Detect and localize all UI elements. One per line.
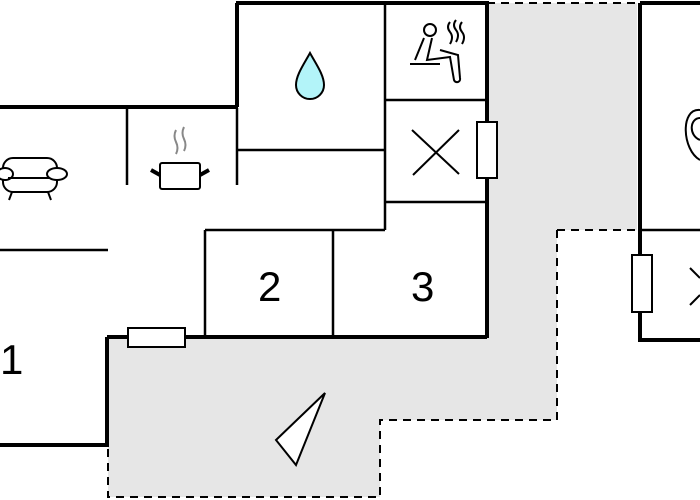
walls — [0, 1, 700, 447]
room-label-3: 3 — [411, 263, 434, 310]
terrace-dashed-edges — [107, 2, 637, 498]
cooking-pot-icon — [150, 126, 210, 190]
toilet-icon — [684, 109, 700, 161]
toilet-x-icon — [689, 267, 700, 306]
door-icon — [127, 327, 186, 348]
terrace — [108, 3, 637, 497]
sauna-icon — [410, 19, 465, 84]
room-label-2: 2 — [258, 263, 281, 310]
entrance-arrow-icon — [274, 392, 326, 467]
sofa-icon — [0, 157, 68, 201]
door-icon — [631, 254, 653, 313]
door-icon — [476, 121, 498, 179]
room-label-1: 1 — [0, 336, 23, 383]
water-drop-icon — [294, 50, 326, 100]
toilet-x-icon — [411, 129, 460, 176]
